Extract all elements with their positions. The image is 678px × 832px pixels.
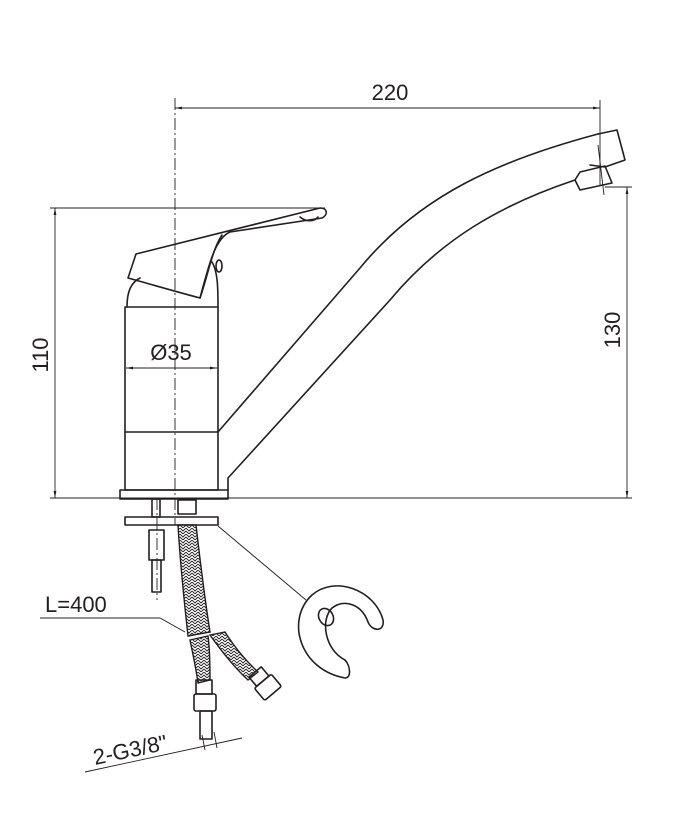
dimension-diameter-label: Ø35 (150, 340, 192, 365)
dimension-handle-height: 110 (28, 207, 325, 498)
dimension-spout-height: 130 (600, 186, 632, 498)
lever-handle (127, 207, 328, 299)
faucet-body (119, 261, 229, 500)
dimension-spout-height-label: 130 (600, 312, 625, 349)
connection-callout: 2-G3/8" (84, 730, 243, 773)
c-washer (217, 525, 384, 679)
flexible-hoses (177, 524, 282, 740)
dimension-diameter: Ø35 (125, 340, 217, 370)
mounting-hardware (124, 498, 219, 600)
dimension-handle-height-label: 110 (28, 337, 53, 372)
hose-length-callout: L=400 (40, 592, 186, 633)
hose-length-label: L=400 (45, 592, 107, 617)
spout (217, 129, 626, 491)
dimension-width: 220 (175, 80, 601, 185)
dimension-width-label: 220 (372, 80, 409, 105)
connection-label: 2-G3/8" (91, 730, 170, 770)
